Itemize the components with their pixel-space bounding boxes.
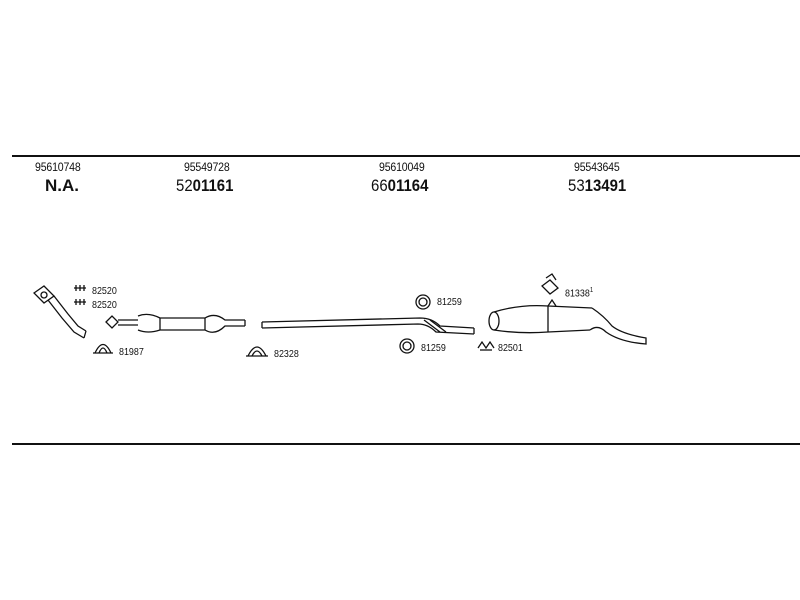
label-ring-81259-a: 81259	[437, 296, 462, 308]
hanger-icon-81338	[541, 273, 559, 295]
ring-icon-81259-a	[415, 294, 431, 310]
part-number-intermediate-pipe: 95610049	[379, 160, 425, 174]
ref-rear-muffler: 5313491	[568, 176, 626, 196]
u-clamp-icon-82520-b	[74, 299, 86, 305]
ref-intermediate-pipe-prefix: 66	[371, 176, 388, 195]
ref-front-pipe: N.A.	[45, 176, 79, 195]
label-ring-81259-b: 81259	[421, 342, 446, 354]
center-muffler-drawing	[105, 313, 246, 333]
label-clamp-82328: 82328	[274, 348, 299, 360]
ref-rear-muffler-prefix: 53	[568, 176, 585, 195]
u-clamp-icon-82520-a	[74, 285, 86, 291]
label-clamp-81987: 81987	[119, 346, 144, 358]
top-divider	[12, 155, 800, 157]
mount-icon-82501	[477, 340, 495, 351]
label-hanger-81338-number: 81338	[565, 287, 590, 300]
ring-icon-81259-b	[399, 338, 415, 354]
label-clamp-82520-a: 82520	[92, 285, 117, 297]
ref-center-muffler-prefix: 52	[176, 176, 193, 195]
label-hanger-81338-sup: 1	[589, 287, 594, 294]
clamp-icon-82328	[246, 346, 268, 357]
ref-center-muffler: 5201161	[176, 176, 233, 196]
label-clamp-82520-b: 82520	[92, 299, 117, 311]
part-number-center-muffler: 95549728	[184, 160, 230, 174]
part-number-front-pipe: 95610748	[35, 160, 81, 174]
ref-intermediate-pipe-main: 01164	[387, 176, 429, 195]
label-mount-82501: 82501	[498, 342, 523, 354]
bottom-divider	[12, 443, 800, 445]
ref-rear-muffler-main: 13491	[584, 176, 627, 195]
ref-intermediate-pipe: 6601164	[371, 176, 428, 196]
label-hanger-81338: 813381	[565, 287, 593, 300]
part-number-rear-muffler: 95543645	[574, 160, 620, 174]
rear-muffler-drawing	[488, 298, 647, 345]
intermediate-pipe-drawing	[261, 317, 475, 335]
clamp-icon-81987	[93, 343, 113, 354]
ref-center-muffler-main: 01161	[192, 176, 234, 195]
front-pipe-drawing	[32, 285, 87, 339]
